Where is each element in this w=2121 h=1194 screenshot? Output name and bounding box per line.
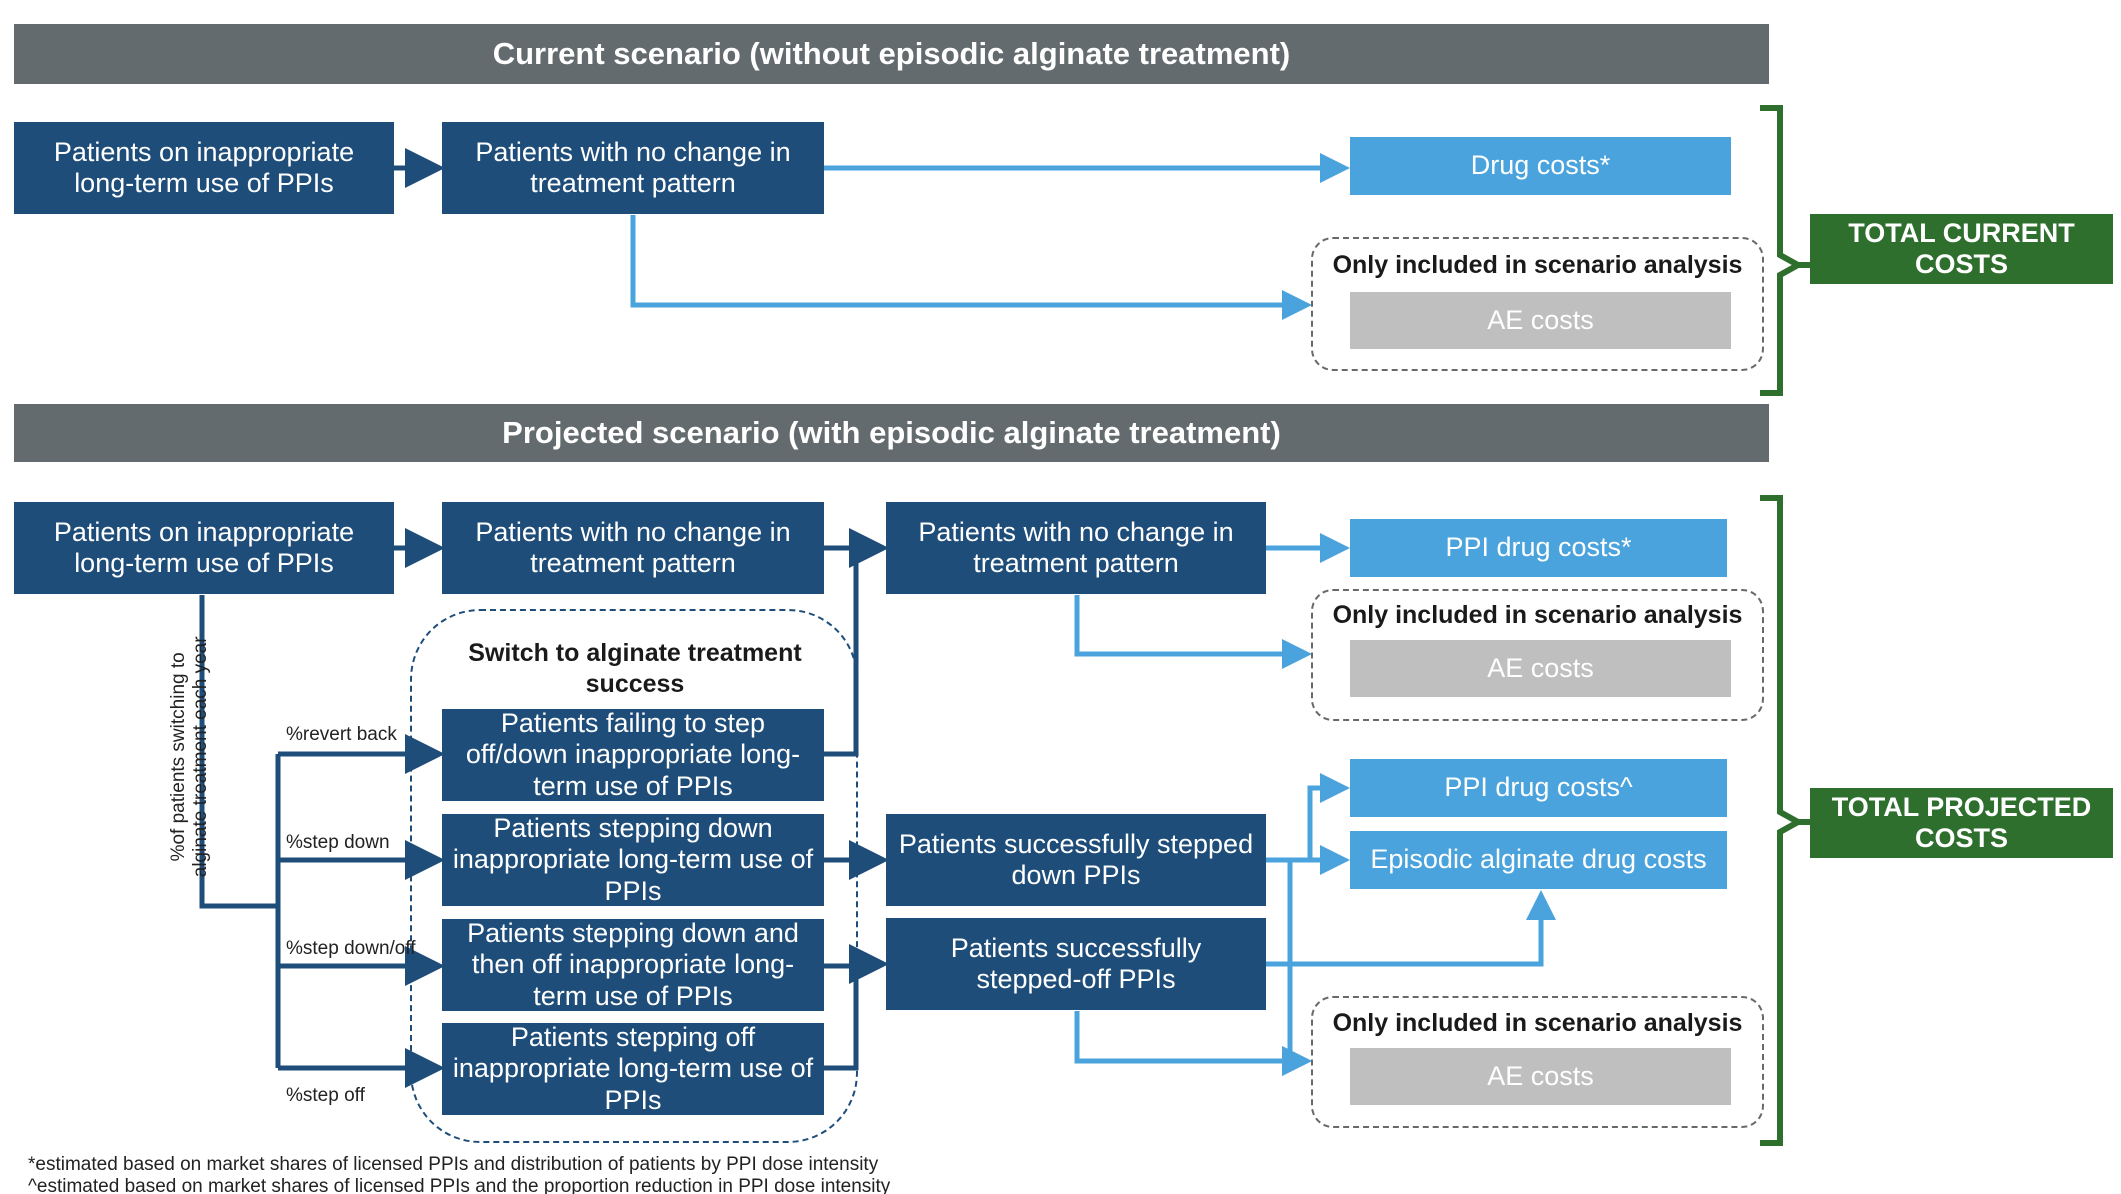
bracket-projected [1760, 495, 1805, 1146]
switch-group-title: Switch to alginate treatment success [468, 639, 802, 699]
arrow-steppeddown-to-ppi2 [1266, 773, 1350, 863]
stepping-off-node: Patients stepping off inappropriate long… [442, 1022, 824, 1115]
arrow-steppedoff-to-ae2 [1074, 1011, 1312, 1076]
label-step-down: %step down [286, 832, 390, 853]
projected-scenario-analysis-label-2: Only included in scenario analysis [1332, 1009, 1743, 1037]
footnote-1: *estimated based on market shares of lic… [28, 1154, 879, 1175]
projected-scenario-header: Projected scenario (with episodic algina… [14, 404, 1769, 462]
stepped-down-node: Patients successfully stepped down PPIs [886, 814, 1266, 906]
projected-start-node: Patients on inappropriate long-term use … [14, 502, 394, 594]
trunk-switching [199, 595, 278, 909]
current-start-node: Patients on inappropriate long-term use … [14, 122, 394, 214]
stepped-off-node: Patients successfully stepped-off PPIs [886, 918, 1266, 1010]
stepping-down-node: Patients stepping down inappropriate lon… [442, 813, 824, 906]
current-scenario-analysis-label: Only included in scenario analysis [1332, 251, 1743, 279]
current-scenario-header: Current scenario (without episodic algin… [14, 24, 1769, 84]
label-step-off: %step off [286, 1085, 365, 1106]
switch-group-box [410, 609, 858, 1143]
arrow-current-nochange-to-ae [630, 215, 1312, 320]
current-no-change-node: Patients with no change in treatment pat… [442, 122, 824, 214]
projected-scenario-analysis-box-1 [1311, 589, 1764, 721]
label-revert-back: %revert back [286, 724, 397, 745]
current-scenario-analysis-box [1311, 237, 1764, 371]
stepping-down-off-node: Patients stepping down and then off inap… [442, 918, 824, 1011]
ppi-drug-costs-node-2: PPI drug costs^ [1350, 759, 1727, 817]
failing-node: Patients failing to step off/down inappr… [442, 708, 824, 801]
arrow-steppeddown-to-ae2 [1266, 857, 1312, 1076]
total-projected-costs: TOTAL PROJECTED COSTS [1810, 788, 2113, 858]
projected-no-change-node-2: Patients with no change in treatment pat… [886, 502, 1266, 594]
ppi-drug-costs-node-1: PPI drug costs* [1350, 519, 1727, 577]
label-step-down-off: %step down/off [286, 938, 416, 959]
total-current-costs: TOTAL CURRENT COSTS [1810, 214, 2113, 284]
bracket-current [1760, 105, 1805, 396]
ae-costs-node-1: AE costs [1350, 640, 1731, 697]
switching-percent-label: %of patients switching to alginate treat… [168, 636, 211, 878]
current-ae-costs-node: AE costs [1350, 292, 1731, 349]
arrow-steppedoff-to-alginate [1266, 890, 1556, 967]
ae-costs-node-2: AE costs [1350, 1048, 1731, 1105]
arrow-nochange2-to-ae [1074, 595, 1312, 669]
projected-scenario-analysis-box-2 [1311, 996, 1764, 1128]
alginate-drug-costs-node: Episodic alginate drug costs [1350, 831, 1727, 889]
footnote-2: ^estimated based on market shares of lic… [28, 1176, 891, 1194]
current-drug-costs-node: Drug costs* [1350, 137, 1731, 195]
projected-scenario-analysis-label-1: Only included in scenario analysis [1332, 601, 1743, 629]
projected-no-change-node: Patients with no change in treatment pat… [442, 502, 824, 594]
